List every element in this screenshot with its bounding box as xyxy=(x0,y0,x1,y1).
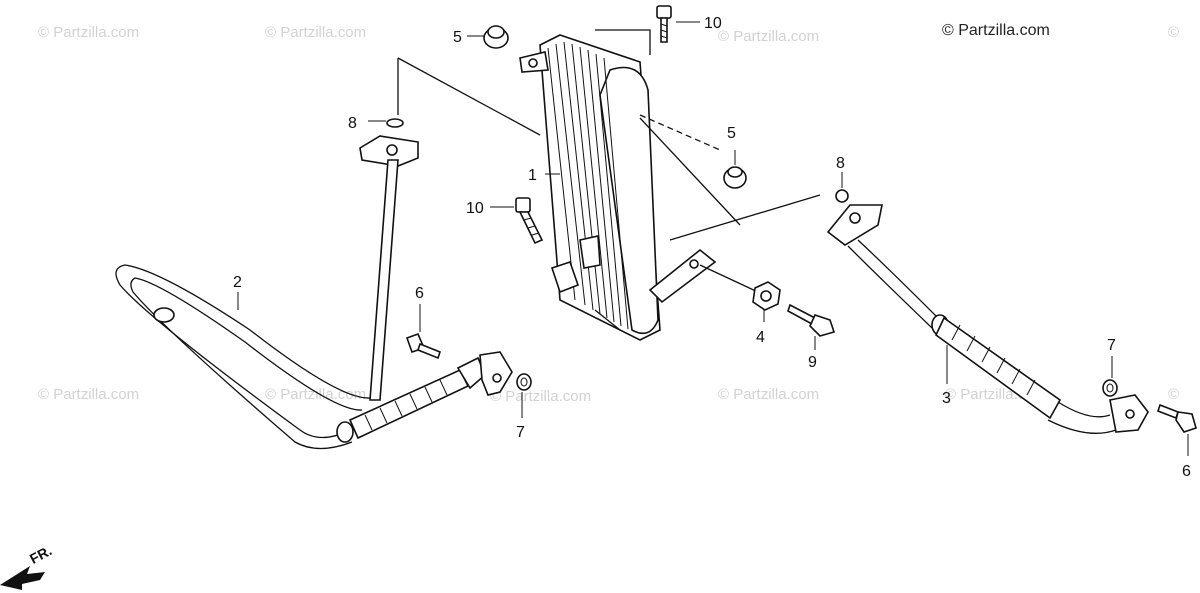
callout-7: 7 xyxy=(516,424,525,441)
watermark: © Partzilla.com xyxy=(718,386,820,403)
bolt-6-left[interactable] xyxy=(405,332,441,360)
bolt-9[interactable] xyxy=(787,303,836,337)
washer-7-right[interactable] xyxy=(1102,379,1118,397)
callout-10: 10 xyxy=(704,15,722,32)
callout-4: 4 xyxy=(756,329,765,346)
leader-line xyxy=(397,57,541,136)
callout-5: 5 xyxy=(727,125,736,142)
callout-10: 10 xyxy=(466,200,484,217)
callout-1: 1 xyxy=(528,167,537,184)
callout-7: 7 xyxy=(1107,337,1116,354)
watermark: © Partzilla.com xyxy=(265,24,367,41)
callout-9: 9 xyxy=(808,354,817,371)
watermark: © Partzilla.com xyxy=(490,388,592,405)
callout-6: 6 xyxy=(1182,463,1191,480)
oil-hose-2[interactable] xyxy=(115,135,513,450)
washer-7-left[interactable] xyxy=(516,373,532,391)
leader-line xyxy=(639,114,721,151)
watermark: © Partzilla.com xyxy=(718,28,820,45)
watermark: © Partzilla.com xyxy=(38,24,140,41)
watermark: © xyxy=(1168,386,1180,403)
oil-hose-3[interactable] xyxy=(826,204,1149,434)
leader-line xyxy=(639,117,741,226)
leader-line xyxy=(669,194,821,241)
front-direction-arrow-icon: FR. xyxy=(0,542,54,590)
o-ring-8-right[interactable] xyxy=(835,189,849,203)
oil-cooler-part[interactable] xyxy=(519,34,717,341)
callout-3: 3 xyxy=(942,390,951,407)
callout-6: 6 xyxy=(415,285,424,302)
bolt-10-left[interactable] xyxy=(515,197,544,245)
leader-line xyxy=(594,309,621,331)
grommet-5-right[interactable] xyxy=(723,166,747,189)
nut-4[interactable] xyxy=(752,281,781,311)
watermark: © xyxy=(1168,24,1180,41)
callout-8: 8 xyxy=(836,155,845,172)
grommet-5-top[interactable] xyxy=(483,25,509,49)
watermark: © Partzilla.com xyxy=(38,386,140,403)
callout-5: 5 xyxy=(453,29,462,46)
callout-2: 2 xyxy=(233,274,242,291)
front-direction-label: FR. xyxy=(27,542,54,567)
bolt-10-top[interactable] xyxy=(656,5,672,43)
partzilla-brand-watermark: © Partzilla.com xyxy=(942,22,1050,39)
callout-8: 8 xyxy=(348,115,357,132)
leader-line xyxy=(595,29,651,55)
bolt-6-right[interactable] xyxy=(1157,403,1197,433)
o-ring-8-left[interactable] xyxy=(386,118,404,128)
